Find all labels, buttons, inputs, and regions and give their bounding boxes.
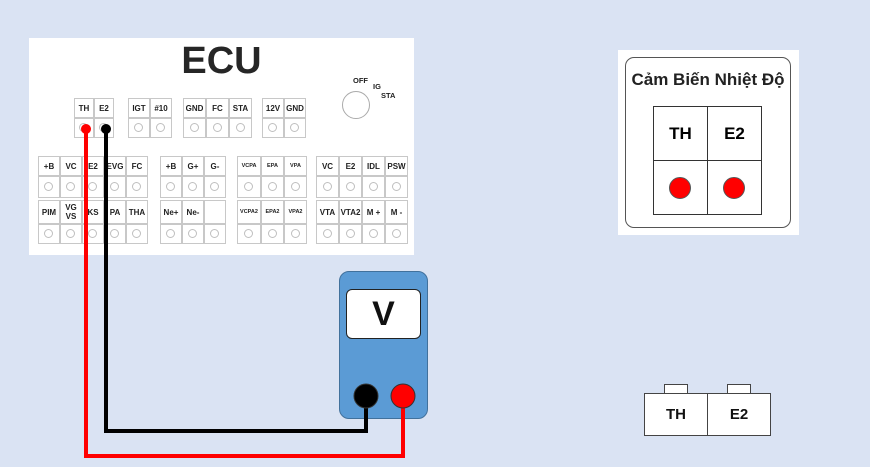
sensor-title: Cảm Biến Nhiệt Độ [631, 70, 785, 89]
ecu-pin-socket [385, 176, 408, 198]
ecu-pin-socket [38, 176, 60, 198]
ecu-pin-socket [261, 176, 284, 198]
sensor-frame [625, 57, 791, 228]
ecu-pin-label: THA [126, 200, 148, 224]
ecu-pin-label: VTA [316, 200, 339, 224]
connector-pin-e2: E2 [707, 393, 771, 436]
ecu-pin-label: +B [160, 156, 182, 176]
ecu-pin-12v-label: 12V [262, 98, 284, 118]
ecu-pin-socket [182, 224, 204, 244]
ecu-pin-10-label: #10 [150, 98, 172, 118]
ecu-pin-label: FC [126, 156, 148, 176]
ecu-pin-label: M - [385, 200, 408, 224]
ecu-pin-e2-label: E2 [94, 98, 114, 118]
red-probe-wire [84, 130, 405, 458]
ecu-pin-socket [182, 176, 204, 198]
ecu-pin-socket [316, 176, 339, 198]
ecu-pin-label: Ne+ [160, 200, 182, 224]
ecu-pin-socket [126, 176, 148, 198]
ecu-pin-label: EPA2 [261, 200, 284, 224]
ecu-pin-igt-label: IGT [128, 98, 150, 118]
ecu-pin-label: VG VS [60, 200, 82, 224]
black-probe-wire [104, 130, 368, 433]
ignition-switch-icon [342, 91, 370, 119]
ecu-pin-gnd-label: GND [183, 98, 206, 118]
connector-latch [664, 384, 688, 393]
ecu-title: ECU [181, 40, 262, 82]
ecu-pin-label [204, 200, 226, 224]
ecu-pin-socket [284, 224, 307, 244]
ecu-pin-label: VCPA2 [237, 200, 261, 224]
sensor-pin-th-label: TH [653, 106, 708, 161]
ecu-pin-label: VC [316, 156, 339, 176]
ecu-th-probe-point [81, 124, 91, 134]
ecu-panel: ECU TH E2 IGT #10 GND FC STA 12V GND OFF… [29, 38, 414, 255]
ecu-pin-socket [284, 176, 307, 198]
ecu-pin-socket [339, 224, 362, 244]
ecu-pin-label: PIM [38, 200, 60, 224]
ecu-pin-gnd-label: GND [284, 98, 306, 118]
ecu-pin-label: E2 [339, 156, 362, 176]
ecu-pin-label: VPA [284, 156, 307, 176]
ecu-pin-socket [204, 176, 226, 198]
ecu-pin-socket [60, 176, 82, 198]
ecu-pin-socket [128, 118, 150, 138]
ecu-pin-sta-label: STA [229, 98, 252, 118]
ecu-pin-socket [150, 118, 172, 138]
sensor-pin-e2-dot [723, 177, 745, 199]
sensor-connector: TH E2 [644, 384, 771, 436]
ecu-pin-label: VC [60, 156, 82, 176]
ecu-pin-socket [261, 224, 284, 244]
voltmeter-display: V [346, 289, 421, 339]
ecu-pin-label: +B [38, 156, 60, 176]
ecu-e2-probe-point [101, 124, 111, 134]
ecu-pin-fc-label: FC [206, 98, 229, 118]
meter-com-jack-icon [353, 383, 379, 409]
ecu-pin-label: G- [204, 156, 226, 176]
ecu-pin-socket [262, 118, 284, 138]
ecu-pin-socket [385, 224, 408, 244]
ecu-pin-socket [206, 118, 229, 138]
ecu-pin-label: EPA [261, 156, 284, 176]
ecu-pin-label: VCPA [237, 156, 261, 176]
switch-off-label: OFF [353, 76, 368, 85]
ecu-pin-socket [126, 224, 148, 244]
ecu-pin-socket [38, 224, 60, 244]
connector-latch [727, 384, 751, 393]
ecu-pin-socket [362, 224, 385, 244]
ecu-pin-label: IDL [362, 156, 385, 176]
ecu-pin-socket [160, 224, 182, 244]
ecu-pin-socket [60, 224, 82, 244]
ecu-pin-socket [362, 176, 385, 198]
meter-volt-jack-icon [390, 383, 416, 409]
ecu-pin-th-label: TH [74, 98, 94, 118]
ecu-pin-socket [160, 176, 182, 198]
ecu-pin-socket [316, 224, 339, 244]
ecu-pin-label: Ne- [182, 200, 204, 224]
switch-sta-label: STA [381, 91, 396, 100]
connector-pin-th: TH [644, 393, 708, 436]
sensor-pin-th-dot [669, 177, 691, 199]
ecu-pin-socket [183, 118, 206, 138]
ecu-pin-socket [339, 176, 362, 198]
ecu-pin-socket [229, 118, 252, 138]
sensor-pin-e2-label: E2 [707, 106, 762, 161]
ecu-pin-label: G+ [182, 156, 204, 176]
ecu-pin-label: M + [362, 200, 385, 224]
ecu-pin-label: VTA2 [339, 200, 362, 224]
ecu-pin-label: VPA2 [284, 200, 307, 224]
ecu-pin-label: PSW [385, 156, 408, 176]
ecu-pin-socket [237, 224, 261, 244]
ecu-pin-socket [237, 176, 261, 198]
ecu-pin-socket [204, 224, 226, 244]
ecu-pin-socket [284, 118, 306, 138]
switch-ig-label: IG [373, 82, 381, 91]
